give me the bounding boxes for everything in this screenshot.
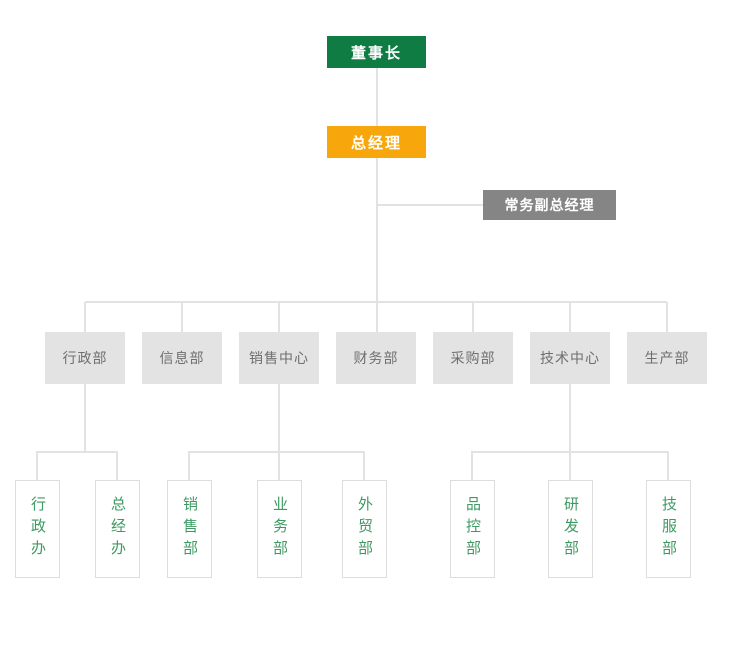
deputy-general-manager-box: 常务副总经理 xyxy=(483,190,616,220)
department-label: 销售中心 xyxy=(249,350,309,366)
department-box: 采购部 xyxy=(433,332,513,384)
general-manager-label: 总经理 xyxy=(350,134,402,152)
deputy-general-manager-label: 常务副总经理 xyxy=(504,197,595,213)
sub-department-box: 销售部 xyxy=(167,480,212,578)
sub-department-label: 总经办 xyxy=(109,496,126,562)
sub-department-box: 技服部 xyxy=(646,480,691,578)
department-label: 财务部 xyxy=(353,350,399,366)
department-box: 行政部 xyxy=(45,332,125,384)
sub-department-label: 销售部 xyxy=(181,496,198,562)
sub-department-label: 业务部 xyxy=(271,496,288,562)
department-box: 财务部 xyxy=(336,332,416,384)
department-label: 采购部 xyxy=(450,350,496,366)
department-label: 生产部 xyxy=(644,350,690,366)
group1-lines xyxy=(36,384,118,480)
sub-department-box: 研发部 xyxy=(548,480,593,578)
sub-department-box: 总经办 xyxy=(95,480,140,578)
sub-department-label: 技服部 xyxy=(660,496,677,562)
sub-department-label: 品控部 xyxy=(464,496,481,562)
department-label: 信息部 xyxy=(159,350,205,366)
sub-department-box: 品控部 xyxy=(450,480,495,578)
department-drop-lines xyxy=(84,302,668,332)
department-label: 技术中心 xyxy=(540,350,600,366)
chairman-box: 董事长 xyxy=(327,36,426,68)
department-box: 信息部 xyxy=(142,332,222,384)
sub-department-box: 业务部 xyxy=(257,480,302,578)
chairman-label: 董事长 xyxy=(350,44,402,62)
sub-department-label: 行政办 xyxy=(29,496,46,562)
group2-lines xyxy=(188,384,365,480)
group3-lines xyxy=(471,384,669,480)
department-box: 生产部 xyxy=(627,332,707,384)
department-box: 技术中心 xyxy=(530,332,610,384)
sub-department-box: 行政办 xyxy=(15,480,60,578)
department-label: 行政部 xyxy=(62,350,108,366)
general-manager-box: 总经理 xyxy=(327,126,426,158)
sub-department-box: 外贸部 xyxy=(342,480,387,578)
department-box: 销售中心 xyxy=(239,332,319,384)
sub-department-label: 研发部 xyxy=(562,496,579,562)
sub-department-label: 外贸部 xyxy=(356,496,373,562)
